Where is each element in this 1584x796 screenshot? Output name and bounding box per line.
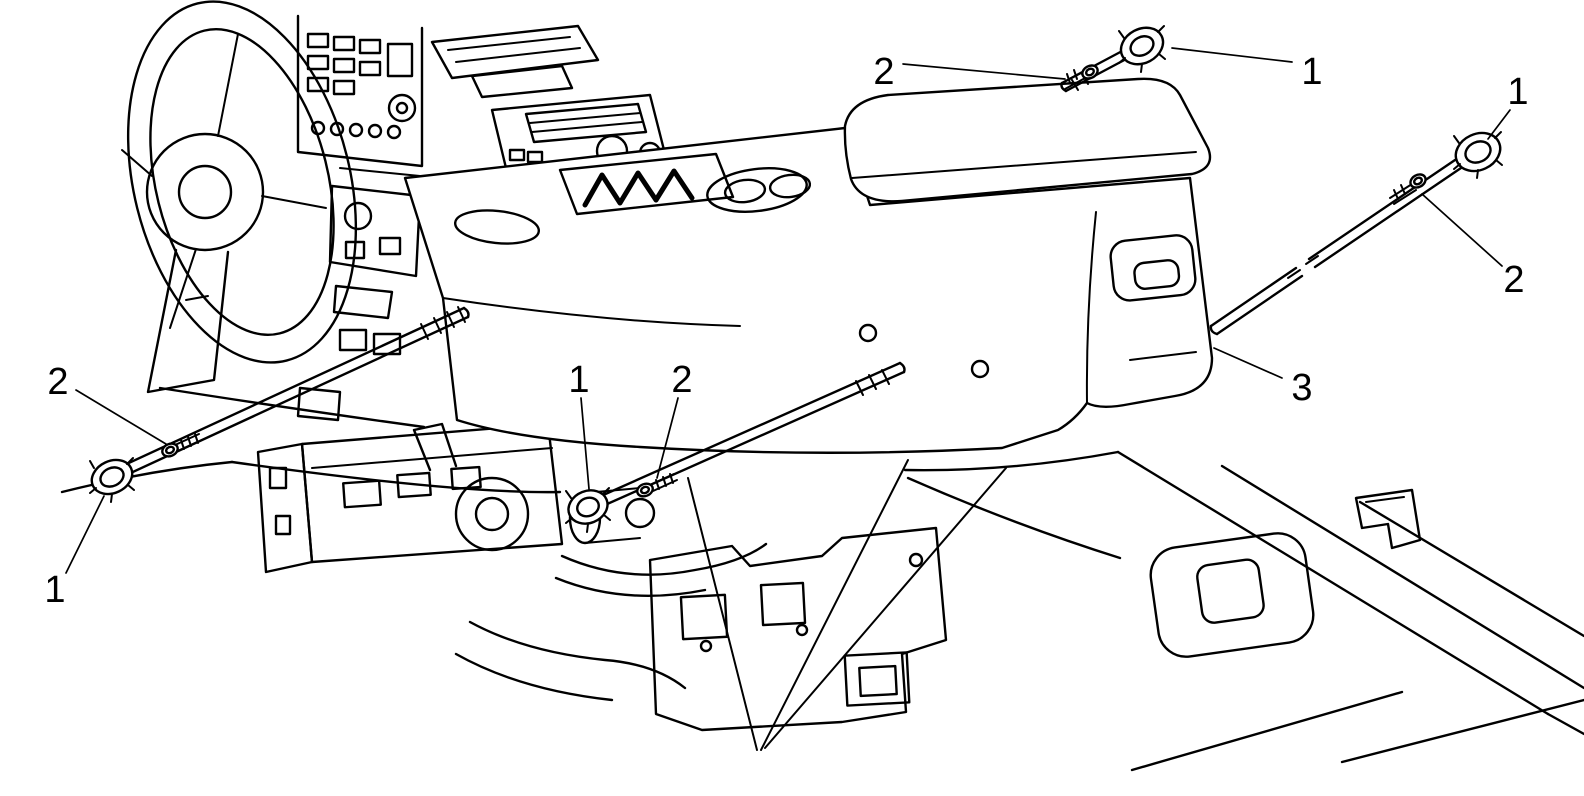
callout-leader-center-screw — [656, 397, 679, 479]
callout-leader-top-bolt — [1171, 47, 1293, 63]
callout-center-bolt-label: 1 — [568, 359, 589, 401]
callouts: 2 1 1 2 3 2 1 1 2 — [44, 47, 1529, 611]
armrest-front-edge — [851, 151, 1197, 179]
shifter-assembly — [256, 422, 948, 732]
front-tray — [453, 209, 541, 245]
callout-leader-top-screw — [902, 63, 1066, 80]
callout-leader-center-bolt — [580, 397, 590, 490]
steering-hub — [145, 132, 265, 252]
console-screw-left — [161, 433, 203, 458]
callout-leader-right-bolt — [1487, 109, 1511, 140]
callout-right-screw-label: 2 — [1503, 259, 1524, 301]
radio-buttons — [306, 32, 417, 140]
callout-leader-left-bolt — [65, 495, 105, 574]
callout-top-screw-label: 2 — [873, 51, 894, 93]
bolt-head — [1453, 131, 1503, 179]
console-bolt-right — [1209, 131, 1503, 336]
callout-left-bolt-label: 1 — [44, 569, 65, 611]
seat-mount-bump — [1149, 532, 1315, 658]
callout-center-screw-label: 2 — [671, 359, 692, 401]
callout-leader-console — [1213, 347, 1283, 379]
floor-pan — [60, 386, 1584, 772]
callout-leader-right-screw — [1421, 193, 1503, 267]
shift-cable — [560, 542, 768, 576]
defroster-vent — [430, 24, 600, 99]
console-bolt-left — [89, 306, 470, 503]
callout-console-label: 3 — [1291, 367, 1312, 409]
bolt-head — [1118, 25, 1166, 73]
console-body — [403, 126, 1214, 454]
shifter-gate — [558, 152, 735, 216]
callout-left-screw-label: 2 — [47, 361, 68, 403]
bolt-head — [89, 457, 135, 503]
locator-lines — [687, 459, 1007, 751]
storage-pocket — [1109, 234, 1197, 302]
console-screw-right — [1389, 173, 1427, 205]
console-rear-crease — [1085, 211, 1097, 404]
shifter-mechanism — [454, 476, 530, 552]
floor-bracket-clip — [1354, 488, 1422, 550]
callout-top-bolt-label: 1 — [1301, 51, 1322, 93]
console-bolt-center — [565, 361, 906, 533]
console-screw-center — [636, 473, 678, 498]
mounting-hole — [970, 359, 990, 379]
callout-right-bolt-label: 1 — [1507, 71, 1528, 113]
radio-panel — [296, 14, 424, 168]
center-console — [403, 77, 1214, 454]
mounting-bracket — [648, 526, 948, 732]
cupholder — [706, 167, 812, 213]
mounting-hole — [858, 323, 878, 343]
bolt-head — [565, 487, 611, 533]
steering-wheel — [121, 0, 358, 394]
callout-leader-left-screw — [75, 389, 167, 445]
steering-column — [146, 248, 230, 394]
console-screw-top — [1061, 64, 1099, 90]
